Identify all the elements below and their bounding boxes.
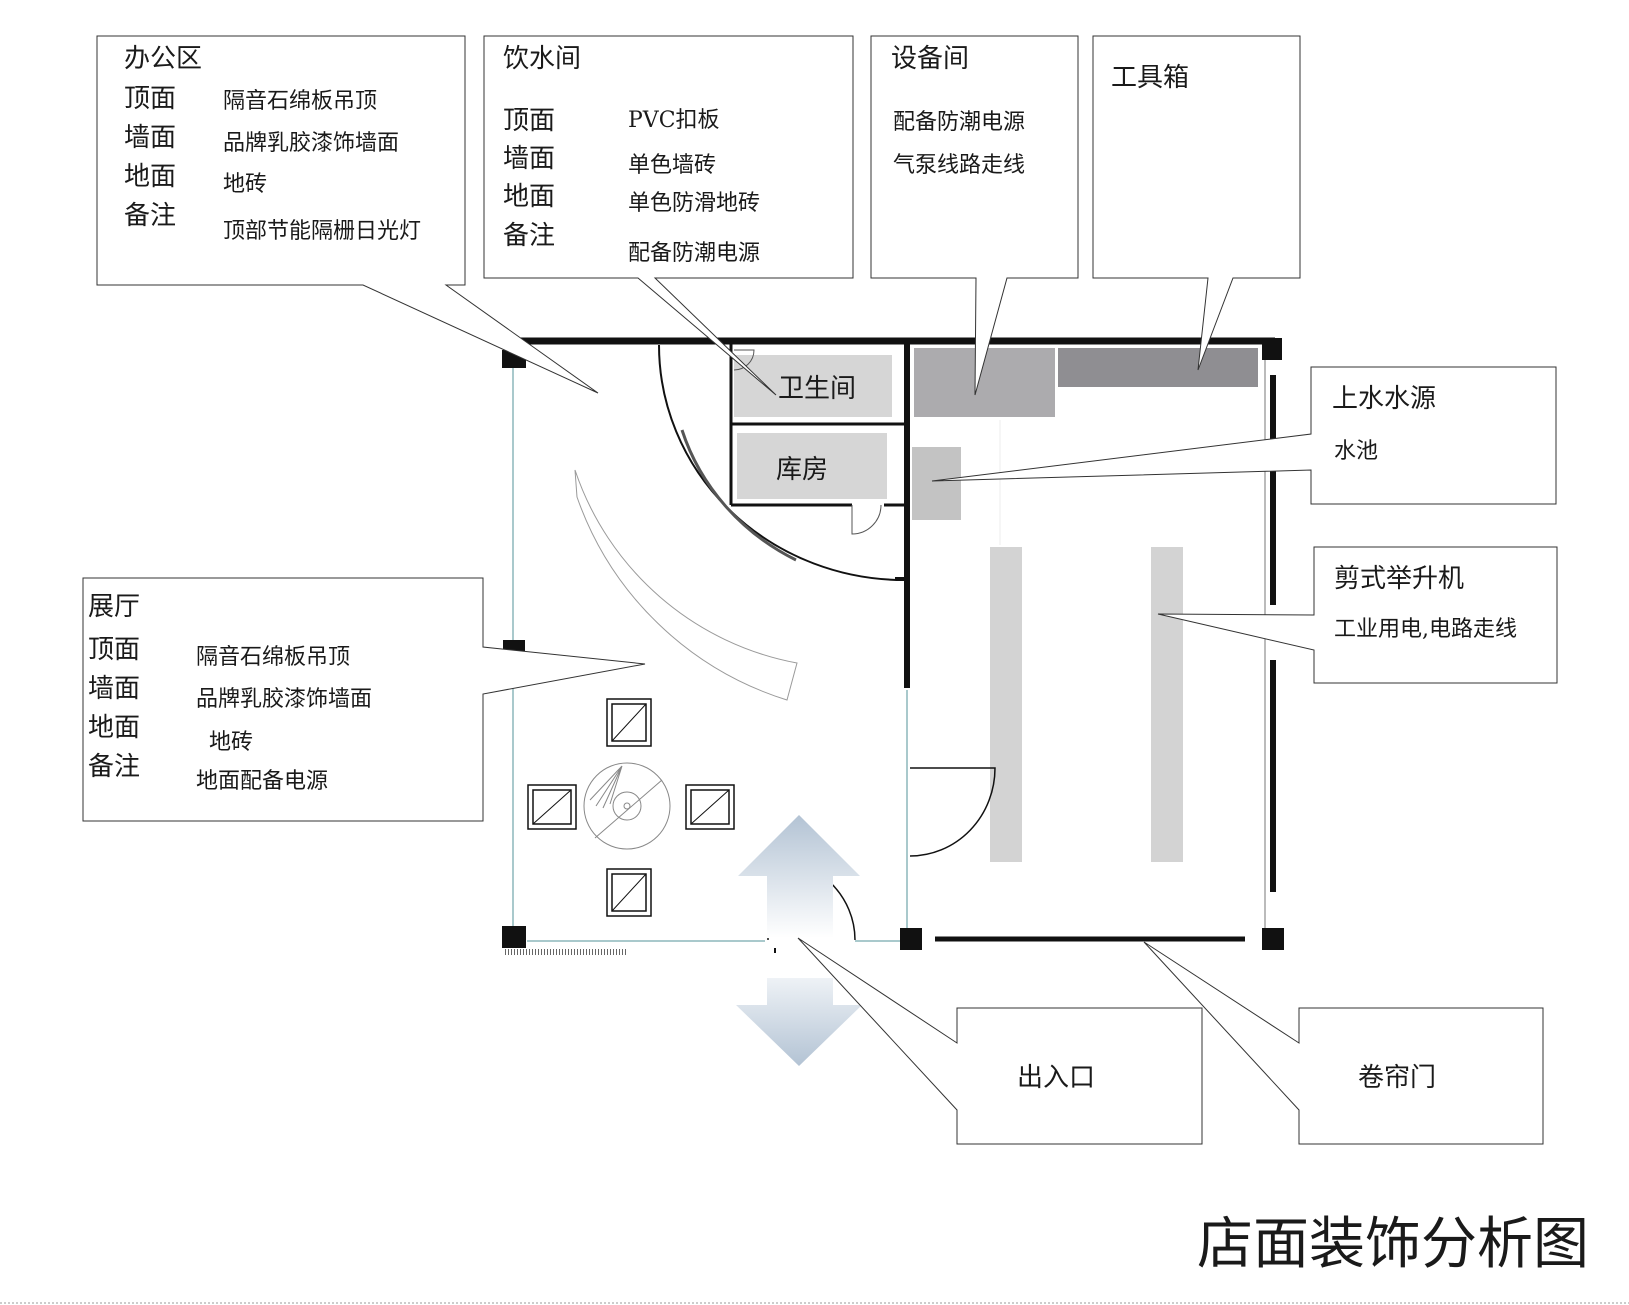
lift-bar-left bbox=[990, 547, 1022, 862]
restroom-room bbox=[734, 355, 892, 417]
callout-office-row3-value: 顶部节能隔栅日光灯 bbox=[223, 219, 421, 244]
round-table-line bbox=[594, 779, 663, 839]
callout-showroom-row3-label: 备注 bbox=[88, 752, 140, 782]
callout-showroom-row3-value: 地面配备电源 bbox=[196, 769, 328, 794]
chair-top bbox=[606, 698, 652, 747]
callout-entrance-heading: 出入口 bbox=[1017, 1063, 1095, 1093]
toolbox-block bbox=[1058, 348, 1258, 387]
callout-water-room-row2-value: 单色防滑地砖 bbox=[628, 191, 760, 216]
callout-water-room-heading: 饮水间 bbox=[503, 44, 581, 74]
callout-rolling-door: 卷帘门 bbox=[1143, 941, 1544, 1145]
column-se bbox=[1262, 928, 1284, 950]
callout-entrance: 出入口 bbox=[797, 937, 1203, 1145]
callout-office-heading: 办公区 bbox=[124, 44, 202, 74]
arrow-up-icon bbox=[738, 815, 860, 938]
round-table bbox=[583, 762, 671, 850]
floor-plan: 卫生间 库房 bbox=[502, 337, 1284, 1066]
callout-office-row0-label: 顶面 bbox=[124, 84, 176, 114]
callout-water-room: 饮水间 顶面 PVC扣板 墙面 单色墙砖 地面 单色防滑地砖 备注 配备防潮电源 bbox=[483, 35, 854, 396]
chair-bottom bbox=[606, 868, 652, 917]
callout-water-room-row2-label: 地面 bbox=[503, 182, 555, 212]
callout-showroom-row0-value: 隔音石绵板吊顶 bbox=[196, 645, 350, 670]
storage-room bbox=[737, 433, 887, 499]
reception-desk bbox=[574, 469, 798, 701]
callout-lift-line0: 工业用电,电路走线 bbox=[1334, 617, 1517, 642]
callout-office-row3-label: 备注 bbox=[124, 201, 176, 231]
restroom-door-swing bbox=[733, 349, 755, 371]
callout-showroom-row0-label: 顶面 bbox=[88, 635, 140, 665]
chair-right bbox=[685, 784, 735, 830]
round-table-hatch bbox=[589, 765, 623, 809]
callout-lift: 剪式举升机 工业用电,电路走线 bbox=[1157, 546, 1558, 684]
callout-water-supply: 上水水源 水池 bbox=[931, 366, 1557, 505]
restroom-label: 卫生间 bbox=[778, 374, 856, 404]
callout-showroom: 展厅 顶面 隔音石绵板吊顶 墙面 品牌乳胶漆饰墙面 地面 地砖 备注 地面配备电… bbox=[82, 577, 646, 822]
lift-bar-right bbox=[1151, 547, 1183, 862]
column-sw bbox=[502, 926, 526, 948]
callout-equipment-room-line0: 配备防潮电源 bbox=[893, 110, 1025, 135]
curved-wall-inner bbox=[680, 429, 797, 562]
storage-label: 库房 bbox=[776, 455, 828, 485]
column-s-mid bbox=[900, 928, 922, 950]
water-sink-block bbox=[912, 447, 961, 520]
storage-door-swing bbox=[851, 504, 882, 535]
callout-showroom-row1-label: 墙面 bbox=[88, 674, 140, 704]
callout-rolling-door-heading: 卷帘门 bbox=[1358, 1063, 1436, 1093]
arrow-down-icon bbox=[736, 978, 862, 1066]
callout-toolbox-heading: 工具箱 bbox=[1111, 63, 1189, 93]
callout-water-room-row0-value: PVC扣板 bbox=[628, 108, 720, 133]
callout-showroom-row2-value: 地砖 bbox=[209, 730, 253, 755]
callout-equipment-room: 设备间 配备防潮电源 气泵线路走线 bbox=[870, 35, 1079, 396]
callout-equipment-room-line1: 气泵线路走线 bbox=[893, 153, 1025, 178]
callout-office-row0-value: 隔音石绵板吊顶 bbox=[223, 89, 377, 114]
callout-toolbox: 工具箱 bbox=[1092, 35, 1301, 371]
meeting-table-set bbox=[527, 698, 735, 917]
callout-showroom-row2-label: 地面 bbox=[88, 713, 140, 743]
callout-equipment-room-heading: 设备间 bbox=[891, 44, 969, 74]
callout-office-row1-value: 品牌乳胶漆饰墙面 bbox=[223, 131, 399, 156]
callout-water-room-row1-label: 墙面 bbox=[503, 144, 555, 174]
round-table-dot bbox=[623, 802, 631, 810]
column-ne bbox=[1262, 338, 1282, 360]
entrance-door-marker bbox=[774, 948, 776, 953]
callout-office-row1-label: 墙面 bbox=[124, 123, 176, 153]
callout-water-room-row0-label: 顶面 bbox=[503, 106, 555, 136]
callout-lift-heading: 剪式举升机 bbox=[1334, 564, 1464, 594]
callout-water-room-row1-value: 单色墙砖 bbox=[628, 153, 716, 178]
callout-water-room-row3-label: 备注 bbox=[503, 221, 555, 251]
page-title: 店面装饰分析图 bbox=[1197, 1212, 1589, 1277]
callout-office: 办公区 顶面 隔音石绵板吊顶 墙面 品牌乳胶漆饰墙面 地面 地砖 备注 顶部节能… bbox=[96, 35, 599, 394]
callout-water-room-row3-value: 配备防潮电源 bbox=[628, 241, 760, 266]
callout-water-supply-line0: 水池 bbox=[1334, 439, 1378, 464]
callout-showroom-row1-value: 品牌乳胶漆饰墙面 bbox=[196, 687, 372, 712]
callout-showroom-heading: 展厅 bbox=[88, 592, 140, 622]
chair-left bbox=[527, 784, 577, 830]
callout-water-supply-heading: 上水水源 bbox=[1332, 384, 1436, 414]
column-w-mid bbox=[503, 640, 525, 652]
callout-office-row2-value: 地砖 bbox=[223, 172, 267, 197]
workshop-door-swing bbox=[909, 767, 996, 857]
callout-office-row2-label: 地面 bbox=[124, 162, 176, 192]
round-table-center bbox=[612, 791, 642, 821]
